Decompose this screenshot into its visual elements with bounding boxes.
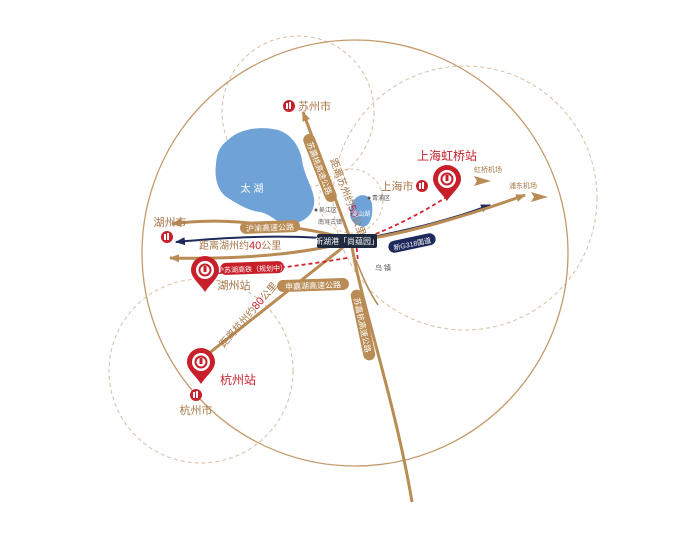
distance-huzhou-unit: 公里 [261, 240, 281, 252]
city-marker-shanghai: 上海市 [381, 179, 428, 193]
distance-huzhou-prefix: 距离湖州约 [199, 239, 249, 252]
project-label-box [317, 234, 377, 248]
project-name: 新湖港「尚蕴园」 [315, 236, 379, 246]
route-south [349, 240, 414, 503]
city-marker-huzhou: 湖州市 [154, 215, 187, 243]
hangzhou-radius-circle [108, 278, 294, 464]
label-huzhou-station: 湖州站 [218, 278, 251, 292]
rail-pill-husuhu: 沪苏湖高铁（规划中） [217, 261, 287, 275]
road-label-huyu: 沪渝高速公路 [246, 222, 294, 234]
road-pill-huyu: 沪渝高速公路 [240, 220, 300, 234]
road-pill-shenjiahu: 申嘉湖高速公路 [277, 277, 349, 293]
airplane-icon [474, 176, 491, 186]
main-radius-circle [141, 39, 569, 467]
svg-text:距离湖州约40公里: 距离湖州约40公里 [199, 239, 281, 252]
label-taihu: 太 湖 [241, 182, 264, 195]
route-to-hangzhou [202, 239, 352, 360]
project-marker: 新湖港「尚蕴园」 [315, 234, 379, 248]
station-pin-hongqiao [433, 165, 461, 201]
label-pudong-airport: 浦东机场 [509, 181, 537, 190]
label-dianshan: 淀山湖 [352, 210, 370, 218]
city-marker-hangzhou: 杭州市 [180, 389, 213, 417]
airport-pudong: 浦东机场 [509, 181, 548, 202]
airplane-icon [531, 192, 548, 202]
qingpu-dot [367, 196, 371, 200]
wujiang-dot [314, 208, 318, 212]
local-radius-circle [318, 168, 384, 234]
road-pill-g318: 新G318国道 [388, 233, 436, 253]
dianshan-lake [350, 195, 373, 227]
label-nanxun: 南浔古镇 [318, 218, 342, 226]
label-qingpu: 青浦区 [372, 194, 390, 202]
road-pill-sujiahang: 苏嘉杭高速公路 [350, 289, 376, 361]
label-wuzhen: 乌 镇 [375, 263, 391, 272]
label-hangzhou-station: 杭州站 [220, 372, 256, 387]
label-shanghai: 上海市 [381, 179, 414, 193]
label-hangzhou: 杭州市 [180, 403, 213, 417]
route-local-south [355, 259, 379, 306]
label-wujiang: 吴江区 [319, 207, 337, 214]
distance-hangzhou-prefix: 距离杭州约 [216, 304, 259, 350]
city-marker-suzhou: 苏州市 [283, 99, 331, 113]
label-hongqiao-airport: 虹桥机场 [474, 165, 502, 174]
distance-huzhou-num: 40 [249, 240, 261, 252]
taihu-lake [215, 128, 315, 225]
label-huzhou: 湖州市 [154, 215, 187, 229]
label-suzhou: 苏州市 [298, 99, 331, 113]
station-pin-huzhou [191, 256, 219, 292]
road-label-shenjiahu: 申嘉湖高速公路 [285, 280, 341, 292]
station-pin-hangzhou [187, 348, 215, 384]
label-hongqiao-station: 上海虹桥站 [417, 148, 477, 163]
rail-label-husuhu: 沪苏湖高铁（规划中） [217, 263, 287, 274]
airport-hongqiao: 虹桥机场 [474, 165, 502, 186]
distance-huzhou: 距离湖州约40公里 [199, 239, 281, 252]
distance-suzhou-num: 50 [345, 203, 361, 219]
